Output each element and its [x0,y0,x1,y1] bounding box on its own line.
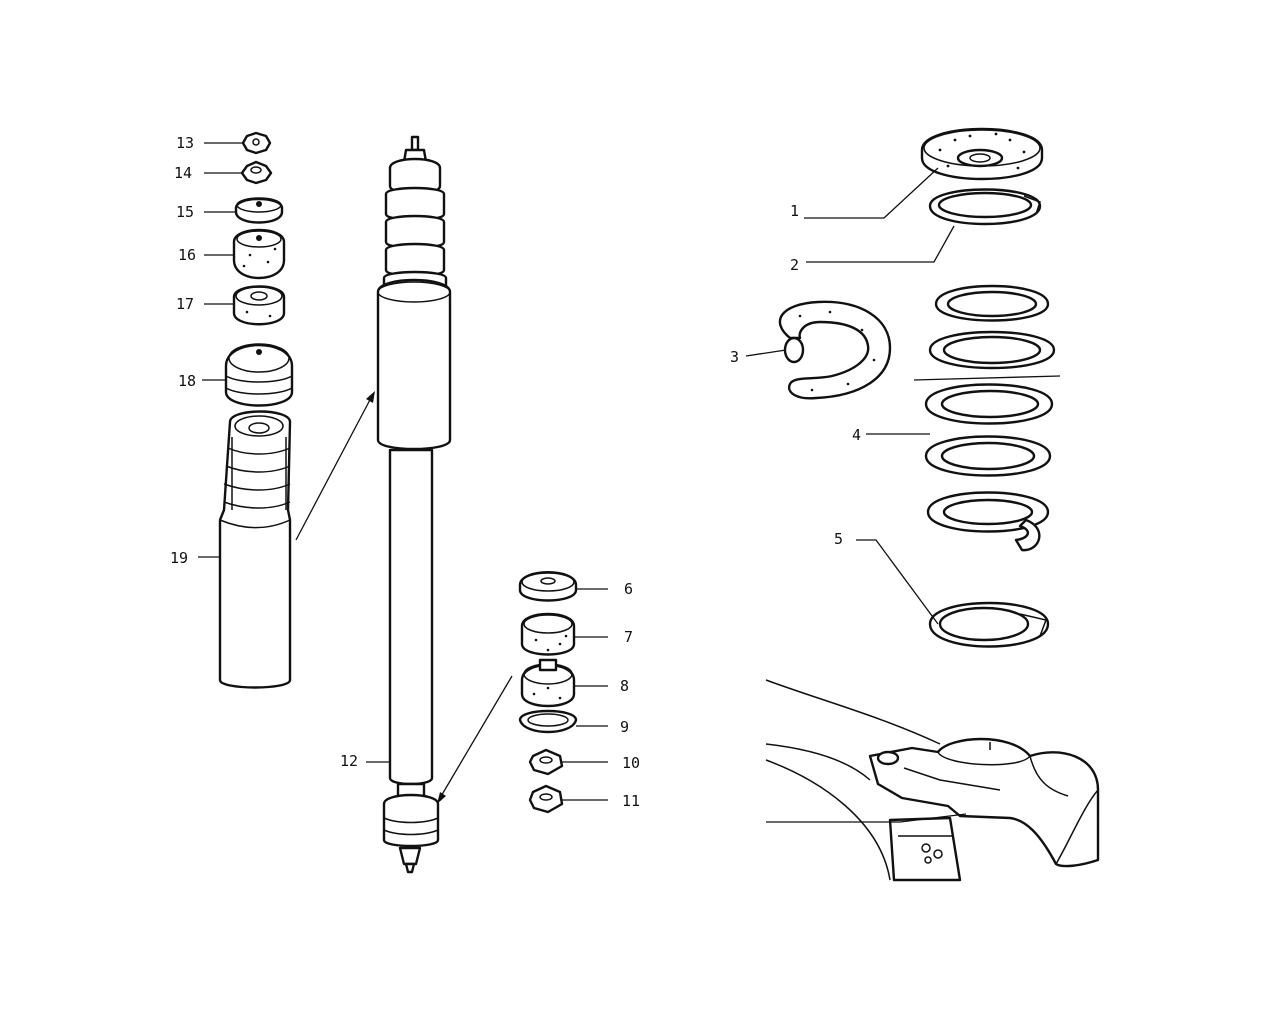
leader-lines [198,142,967,823]
part-16-bush [232,228,286,280]
callout-8: 8 [620,677,629,695]
callout-10: 10 [622,754,640,772]
callout-15: 15 [176,203,194,221]
part-10-nut [528,748,564,776]
callout-16: 16 [178,246,196,264]
callout-7: 7 [624,628,633,646]
part-3-spring-insulator [778,300,892,400]
callout-19: 19 [170,549,188,567]
part-15-washer [234,197,284,224]
assembly-arrow-bottom [437,675,513,804]
part-17-bush [232,285,286,326]
part-7-bush [520,612,576,656]
part-18-bump-stop [224,343,294,407]
callout-14: 14 [174,164,192,182]
callout-3: 3 [730,348,739,366]
callout-4: 4 [852,426,861,444]
callout-12: 12 [340,752,358,770]
part-5-lower-spring-seat [928,601,1050,648]
callout-6: 6 [624,580,633,598]
part-14-nut [240,160,273,185]
part-11-nut [528,784,564,814]
part-13-nut [241,131,272,155]
callout-5: 5 [834,530,843,548]
body-mount-structure [765,679,1100,882]
part-9-cup-washer [518,709,578,734]
assembly-arrow-boot [295,391,375,541]
part-6-washer [518,571,578,602]
part-2-spring-seat-ring [928,188,1042,226]
callout-labels: 1 2 3 4 5 6 7 8 9 10 11 12 13 14 15 16 1… [170,134,861,810]
callout-11: 11 [622,792,640,810]
part-1-spring-pad [920,127,1044,181]
callout-2: 2 [790,256,799,274]
part-19-dust-boot [218,410,292,689]
callout-9: 9 [620,718,629,736]
callout-1: 1 [790,202,799,220]
part-4-coil-spring [913,284,1061,552]
callout-13: 13 [176,134,194,152]
part-8-bush [520,658,576,708]
callout-17: 17 [176,295,194,313]
callout-18: 18 [178,372,196,390]
part-12-shock-absorber [376,135,452,874]
